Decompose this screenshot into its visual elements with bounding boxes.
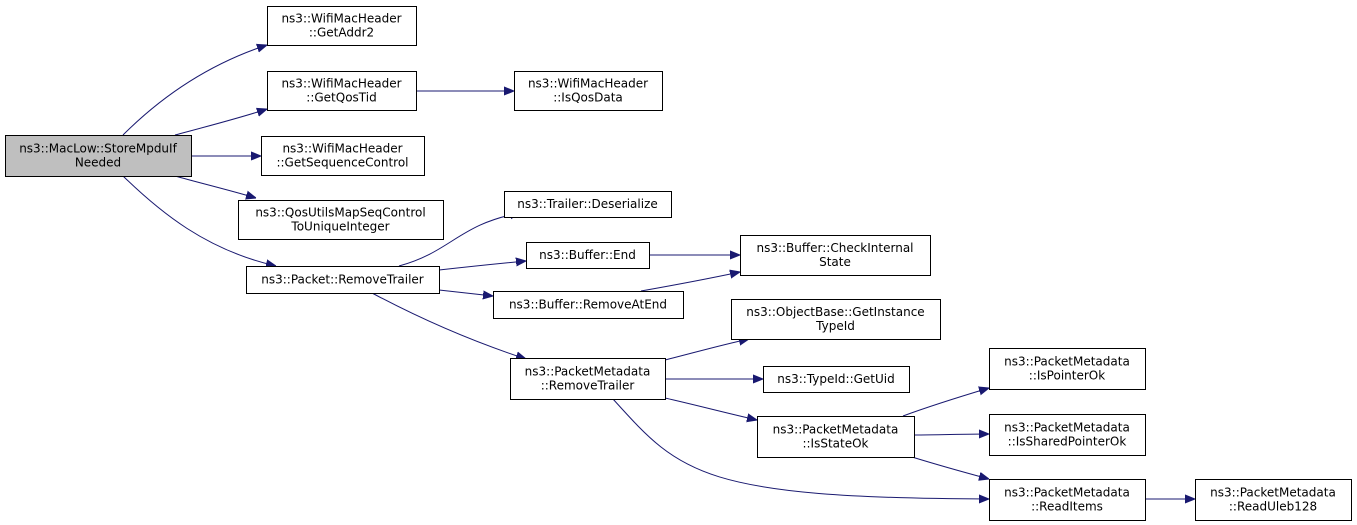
edge-store_mpdu-to-get_addr2 (122, 45, 267, 136)
edge-store_mpdu-to-get_qos_tid (174, 109, 267, 136)
node-label-line: ::GetSequenceControl (276, 156, 408, 170)
node-box (267, 71, 417, 111)
node-label-line: ::ReadItems (1031, 500, 1103, 514)
edge-pm_is_state_ok-to-pm_is_shared_ok (913, 434, 989, 435)
edge-buffer_remove_at_end-to-buffer_check_state (640, 272, 740, 292)
node-label-line: ns3::ObjectBase::GetInstance (746, 305, 924, 319)
node-label-line: ::IsPointerOk (1029, 369, 1105, 383)
node-label-line: ::RemoveTrailer (541, 379, 635, 393)
node-label-line: State (819, 255, 851, 269)
node-pm_is_shared_ok[interactable]: ns3::PacketMetadata::IsSharedPointerOk (989, 414, 1146, 456)
node-get_qos_tid[interactable]: ns3::WifiMacHeader::GetQosTid (267, 71, 417, 111)
node-pm_is_state_ok[interactable]: ns3::PacketMetadata::IsStateOk (757, 416, 915, 458)
node-pm_is_pointer_ok[interactable]: ns3::PacketMetadata::IsPointerOk (989, 348, 1146, 390)
node-box (5, 135, 192, 177)
node-pm_read_items[interactable]: ns3::PacketMetadata::ReadItems (989, 479, 1146, 521)
edge-packet_remove_trailer-to-pm_remove_trailer (371, 292, 526, 359)
node-label-line: ns3::TypeId::GetUid (777, 372, 895, 386)
node-label-line: Needed (75, 156, 121, 170)
node-qos_utils_map[interactable]: ns3::QosUtilsMapSeqControlToUniqueIntege… (238, 200, 444, 240)
node-box (493, 291, 684, 319)
node-label-line: ns3::Packet::RemoveTrailer (261, 273, 424, 287)
node-box (989, 348, 1146, 390)
node-label-line: ns3::Buffer::RemoveAtEnd (509, 298, 667, 312)
node-get_seq_ctrl[interactable]: ns3::WifiMacHeader::GetSequenceControl (261, 136, 425, 176)
node-packet_remove_trailer[interactable]: ns3::Packet::RemoveTrailer (246, 266, 440, 294)
node-label-line: ns3::Trailer::Deserialize (517, 197, 658, 211)
node-box (1195, 479, 1352, 521)
node-label-line: ns3::PacketMetadata (1004, 486, 1130, 500)
node-label-line: ::IsQosData (553, 91, 623, 105)
node-box (989, 414, 1146, 456)
node-buffer_end[interactable]: ns3::Buffer::End (526, 242, 650, 269)
node-label-line: ns3::Buffer::CheckInternal (756, 241, 913, 255)
node-pm_read_uleb[interactable]: ns3::PacketMetadata::ReadUleb128 (1195, 479, 1352, 521)
node-box (989, 479, 1146, 521)
node-buffer_remove_at_end[interactable]: ns3::Buffer::RemoveAtEnd (493, 291, 684, 319)
node-box (504, 191, 672, 218)
node-label-line: ns3::QosUtilsMapSeqControl (255, 206, 425, 220)
node-label-line: ns3::WifiMacHeader (528, 77, 648, 91)
edge-pm_remove_trailer-to-objectbase_typeid (664, 339, 749, 361)
node-label-line: ns3::MacLow::StoreMpduIf (19, 142, 177, 156)
node-label-line: ToUniqueInteger (290, 220, 389, 234)
node-label-line: ns3::WifiMacHeader (282, 142, 402, 156)
node-label-line: ns3::PacketMetadata (1004, 421, 1130, 435)
node-box (510, 358, 666, 400)
node-box (526, 242, 650, 269)
edge-pm_is_state_ok-to-pm_is_pointer_ok (902, 388, 989, 417)
node-box (514, 71, 663, 111)
node-label-line: ns3::PacketMetadata (1210, 486, 1336, 500)
node-label-line: ::GetAddr2 (309, 26, 374, 40)
node-label-line: ns3::WifiMacHeader (281, 12, 401, 26)
edge-pm_is_state_ok-to-pm_read_items (911, 456, 989, 479)
node-get_addr2[interactable]: ns3::WifiMacHeader::GetAddr2 (267, 6, 417, 46)
node-typeid_getuid[interactable]: ns3::TypeId::GetUid (763, 366, 910, 393)
edge-pm_remove_trailer-to-pm_is_state_ok (664, 397, 757, 420)
node-label-line: ::GetQosTid (306, 91, 376, 105)
node-box (267, 6, 417, 46)
node-trailer_deserialize[interactable]: ns3::Trailer::Deserialize (504, 191, 672, 218)
node-box (731, 299, 941, 340)
edge-store_mpdu-to-packet_remove_trailer (122, 175, 276, 266)
node-label-line: ::ReadUleb128 (1229, 500, 1317, 514)
edge-packet_remove_trailer-to-buffer_remove_at_end (438, 289, 493, 296)
node-box (261, 136, 425, 176)
edge-packet_remove_trailer-to-trailer_deserialize (398, 213, 520, 267)
edge-packet_remove_trailer-to-buffer_end (438, 261, 526, 271)
node-label-line: ::IsSharedPointerOk (1008, 435, 1127, 449)
node-label-line: TypeId (815, 319, 855, 333)
node-label-line: ns3::WifiMacHeader (281, 77, 401, 91)
edges-layer (122, 45, 1195, 499)
node-label-line: ns3::PacketMetadata (525, 365, 651, 379)
node-label-line: ns3::Buffer::End (539, 248, 636, 262)
node-label-line: ::IsStateOk (802, 437, 868, 451)
node-box (246, 266, 440, 294)
node-box (238, 200, 444, 240)
node-is_qos_data[interactable]: ns3::WifiMacHeader::IsQosData (514, 71, 663, 111)
node-label-line: ns3::PacketMetadata (773, 423, 899, 437)
node-box (757, 416, 915, 458)
edge-store_mpdu-to-qos_utils_map (174, 175, 256, 198)
node-label-line: ns3::PacketMetadata (1004, 355, 1130, 369)
node-box (740, 235, 931, 276)
node-pm_remove_trailer[interactable]: ns3::PacketMetadata::RemoveTrailer (510, 358, 666, 400)
node-box (763, 366, 910, 393)
edge-pm_remove_trailer-to-pm_read_items (612, 398, 989, 499)
